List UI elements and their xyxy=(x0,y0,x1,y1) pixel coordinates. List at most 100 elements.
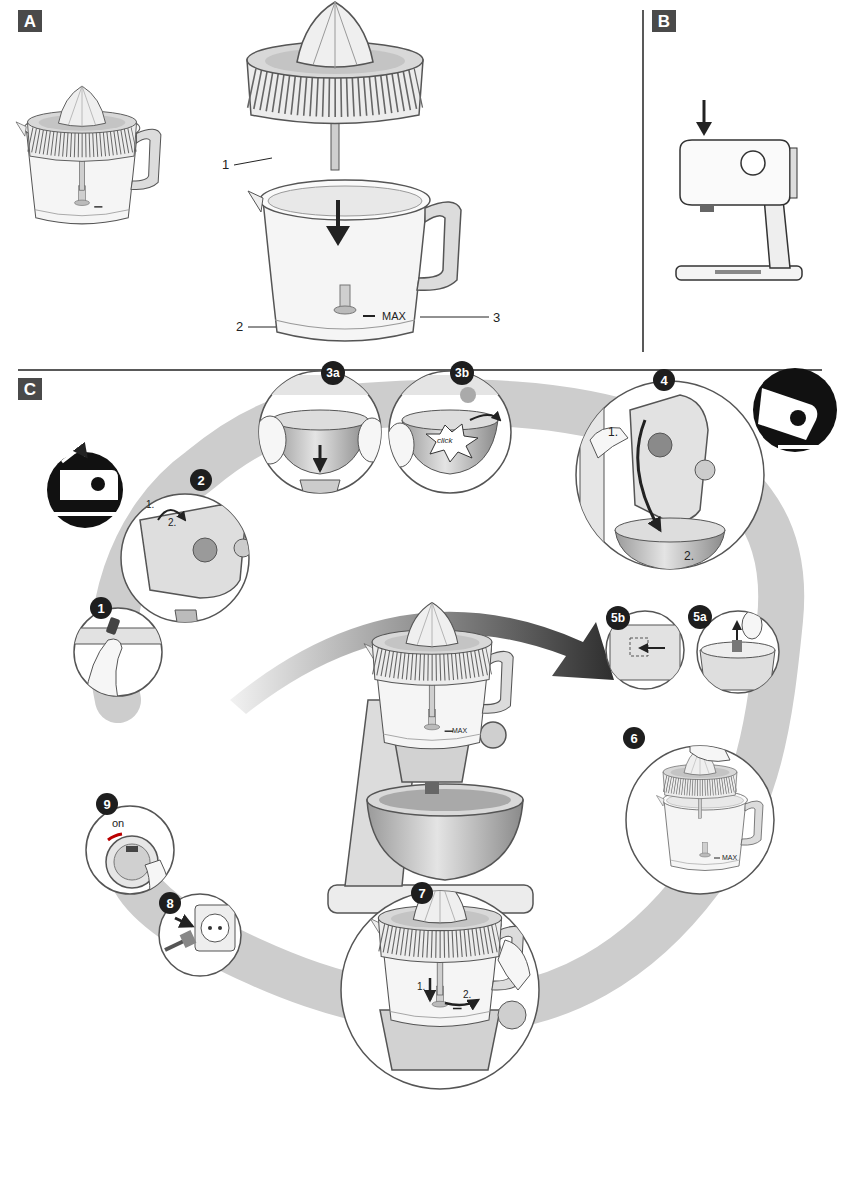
step-vignette xyxy=(386,375,510,474)
step-vignette xyxy=(121,494,252,628)
panel-label: C xyxy=(22,381,38,398)
panel-label: A xyxy=(22,13,38,30)
leader-line xyxy=(234,158,272,165)
step-vignette xyxy=(742,611,762,639)
step-vignette xyxy=(121,494,249,622)
inset-view xyxy=(790,410,806,426)
mixer-silhouette xyxy=(790,148,797,198)
step-vignette xyxy=(106,834,172,900)
sub-step: 1. xyxy=(608,426,618,438)
step-vignette xyxy=(498,1001,526,1029)
step-vignette xyxy=(254,416,286,464)
step-vignette xyxy=(159,894,241,976)
step-vignette xyxy=(610,625,680,680)
step-number: 8 xyxy=(164,897,175,910)
badge-circle xyxy=(688,605,712,629)
step-vignette xyxy=(208,926,212,930)
step-vignette xyxy=(254,375,386,495)
step-vignette xyxy=(606,611,684,689)
step-vignette xyxy=(498,940,530,990)
step-vignette xyxy=(195,905,235,951)
inset-view xyxy=(47,452,123,528)
step-number: 5b xyxy=(609,612,627,624)
step-vignette xyxy=(580,395,604,545)
step-vignette xyxy=(386,423,414,467)
panel-letter: C xyxy=(18,378,42,400)
step-vignette xyxy=(260,375,380,395)
step-badge: 2 xyxy=(190,469,212,491)
badge-circle xyxy=(653,369,675,391)
step-badge: 4 xyxy=(653,369,675,391)
step-vignette xyxy=(470,415,500,420)
step-vignette xyxy=(159,894,241,976)
badge-circle xyxy=(321,361,345,385)
callout-number: 2 xyxy=(236,320,243,333)
leader-line xyxy=(420,317,489,318)
step-number: 2 xyxy=(195,474,206,487)
step-badge: 7 xyxy=(411,882,433,904)
inset-view xyxy=(91,477,105,491)
step-vignette xyxy=(732,640,742,652)
mixer-silhouette xyxy=(676,100,802,280)
step-vignette xyxy=(272,410,368,430)
step-vignette xyxy=(630,395,708,521)
step-vignette xyxy=(175,610,198,628)
step-vignette xyxy=(86,806,174,900)
mixer-silhouette xyxy=(715,270,761,274)
step-badge: 6 xyxy=(623,727,645,749)
step-number: 9 xyxy=(101,798,112,811)
step-vignette xyxy=(386,371,511,493)
mixer-silhouette xyxy=(696,122,712,136)
step-number: 4 xyxy=(658,374,669,387)
assembled-mixer xyxy=(425,782,439,794)
step-vignette xyxy=(108,834,122,840)
step-vignette xyxy=(70,608,170,700)
sub-step: 2. xyxy=(684,550,694,562)
inset-view xyxy=(753,368,837,452)
step-vignette xyxy=(114,844,150,880)
badge-circle xyxy=(190,469,212,491)
step-number: 6 xyxy=(628,732,639,745)
small-jug xyxy=(27,86,136,190)
sub-step: 2. xyxy=(168,518,176,528)
step-badge: 3a xyxy=(321,361,345,385)
sub-step: 2. xyxy=(463,990,471,1000)
inset-view xyxy=(758,388,817,440)
inset-view xyxy=(778,445,836,449)
step-vignette xyxy=(300,480,340,495)
step-vignette xyxy=(378,877,501,995)
step-vignette xyxy=(126,846,138,852)
badge-circle xyxy=(90,597,112,619)
leader-line xyxy=(248,327,276,328)
step-vignette xyxy=(576,381,764,570)
fill-mark: MAX xyxy=(452,727,467,734)
step-vignette xyxy=(201,914,229,942)
step-badge: 5a xyxy=(688,605,712,629)
badge-circle xyxy=(450,361,474,385)
step-vignette xyxy=(358,418,386,462)
step-vignette xyxy=(580,395,725,570)
step-vignette xyxy=(254,371,386,495)
step-vignette xyxy=(70,617,170,700)
step-number: 3a xyxy=(324,367,341,379)
step-vignette xyxy=(657,725,764,871)
step-vignette xyxy=(640,647,665,649)
assembled-mixer xyxy=(372,603,492,717)
step-vignette xyxy=(390,375,510,395)
step-vignette xyxy=(695,460,715,480)
step-vignette xyxy=(610,625,680,680)
step-vignette xyxy=(341,877,539,1089)
step-vignette xyxy=(402,410,498,430)
step-vignette xyxy=(429,978,432,1000)
badge-circle xyxy=(96,793,118,815)
step-vignette xyxy=(319,445,322,470)
switch-setting: on xyxy=(112,818,124,829)
step-vignette xyxy=(180,930,197,948)
step-badge: 9 xyxy=(96,793,118,815)
click-note: click xyxy=(437,437,453,445)
assembled-mixer xyxy=(328,603,533,913)
